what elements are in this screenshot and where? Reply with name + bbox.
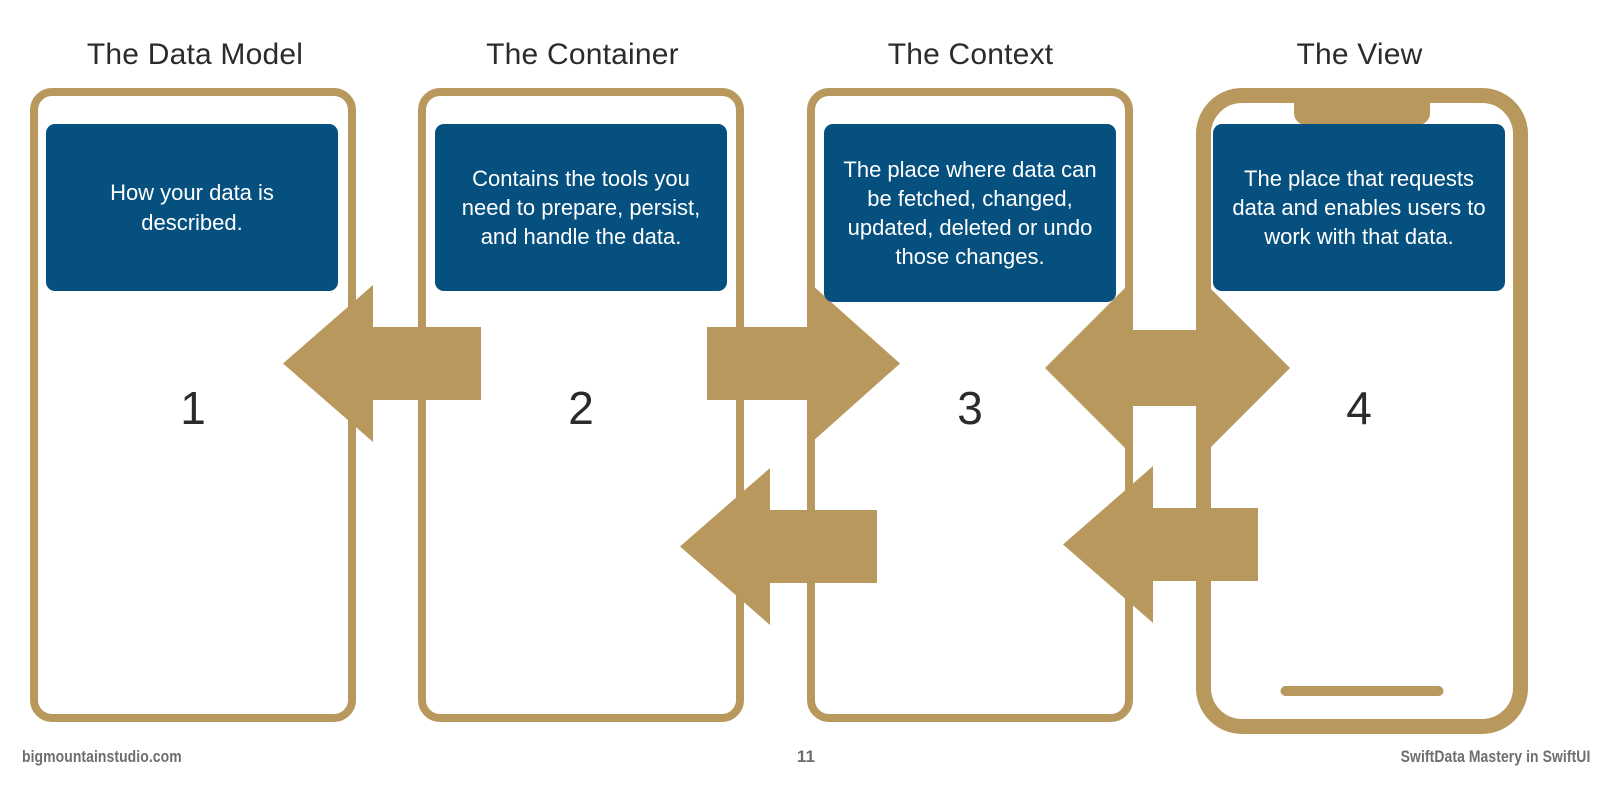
card-view: The place that requests data and enables… xyxy=(1213,124,1505,291)
column-title-context: The Context xyxy=(887,38,1054,71)
step-number-2: 2 xyxy=(568,382,594,434)
arrow-context-to-container xyxy=(680,468,877,625)
arrow-view-to-context xyxy=(1063,466,1258,623)
arrow-context-view-both xyxy=(1045,288,1290,448)
step-number-4: 4 xyxy=(1346,382,1372,434)
card-data-model: How your data is described. xyxy=(46,124,338,291)
arrow-container-to-model xyxy=(283,285,481,442)
step-number-1: 1 xyxy=(180,382,206,434)
step-number-3: 3 xyxy=(957,382,983,434)
card-container: Contains the tools you need to prepare, … xyxy=(435,124,727,291)
phone-notch-icon xyxy=(1294,103,1430,125)
column-title-container: The Container xyxy=(486,38,679,71)
footer-website-label: bigmountainstudio.com xyxy=(22,747,182,766)
arrow-container-to-context xyxy=(707,285,900,442)
column-title-data-model: The Data Model xyxy=(86,38,304,71)
column-title-view: The View xyxy=(1296,38,1423,71)
card-context: The place where data can be fetched, cha… xyxy=(824,124,1116,302)
footer-page-number: 11 xyxy=(796,747,816,766)
frame-container xyxy=(418,88,744,722)
phone-home-indicator-icon xyxy=(1280,686,1444,696)
footer-book-title: SwiftData Mastery in SwiftUI xyxy=(1400,747,1590,766)
